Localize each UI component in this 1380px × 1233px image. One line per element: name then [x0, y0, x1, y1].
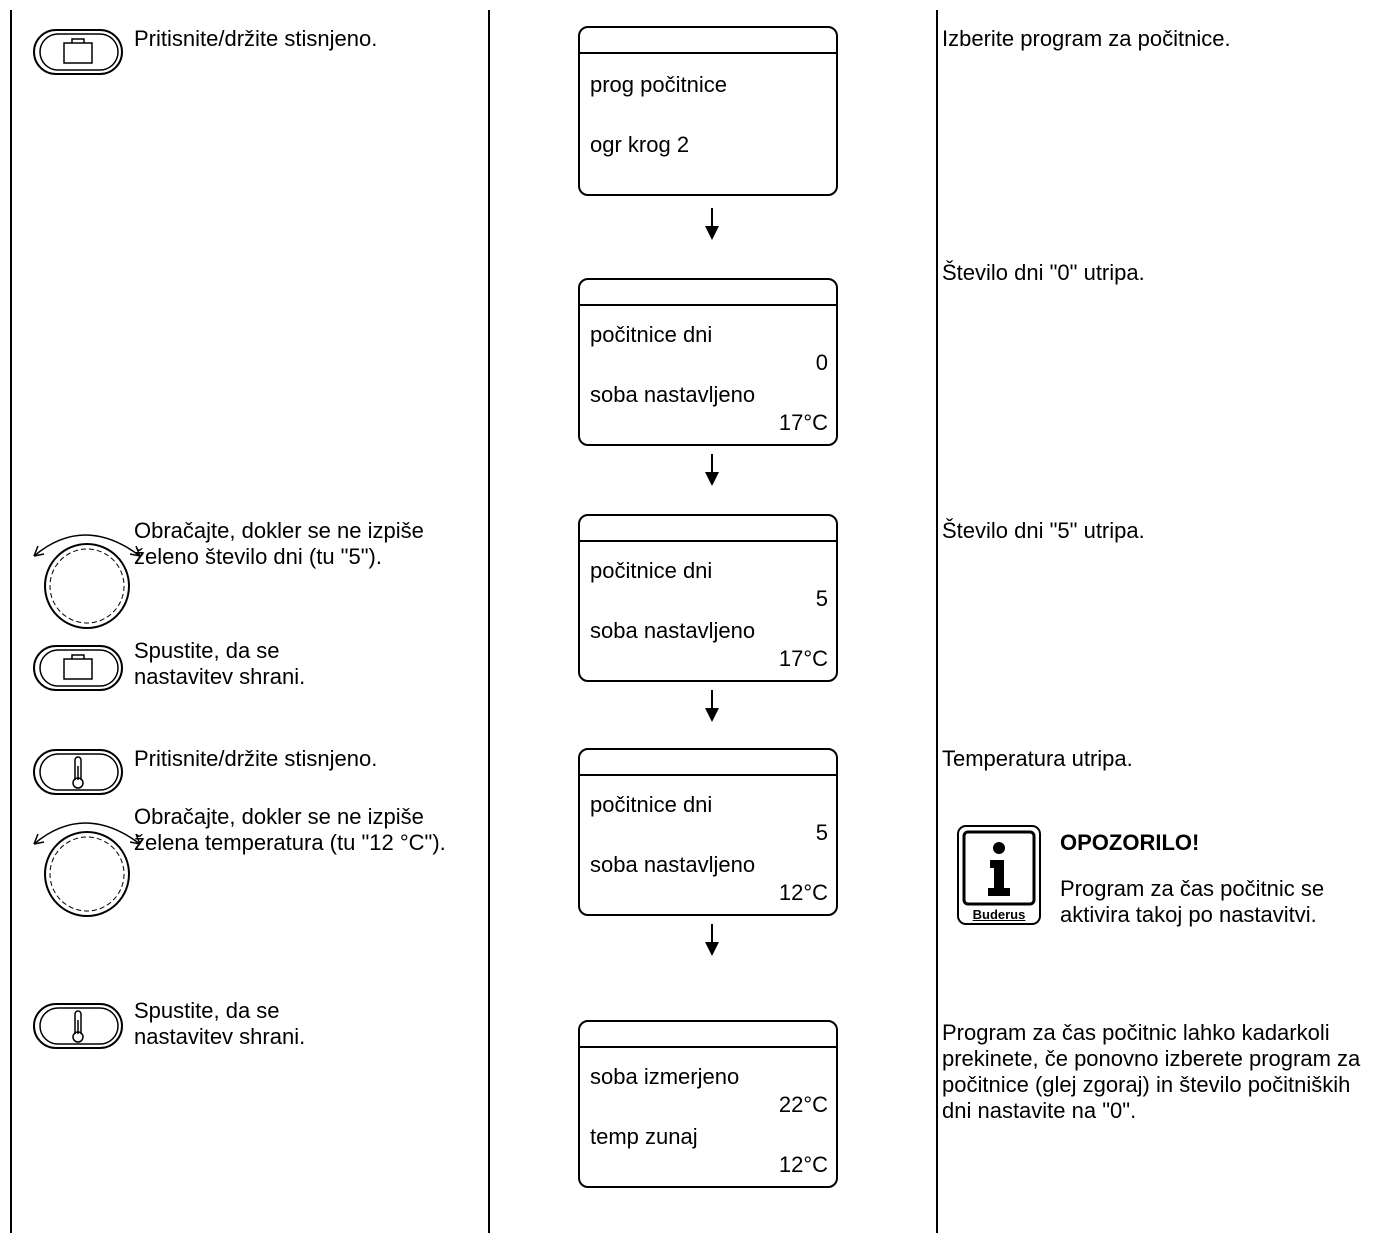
display-value: 17°C [778, 646, 828, 671]
display-1: prog počitnice ogr krog 2 [578, 26, 838, 196]
display-line: počitnice dni [590, 558, 713, 583]
display-line: soba nastavljeno [590, 618, 756, 643]
display-3: počitnice dni 5 soba nastavljeno 17°C [578, 514, 838, 682]
display-4: počitnice dni 5 soba nastavljeno 12°C [578, 748, 838, 916]
suitcase-button-icon [33, 645, 123, 691]
note-text: Program za čas počitnic se aktivira tako… [1060, 876, 1325, 927]
divider-left [10, 10, 12, 1233]
display-value: 5 [815, 586, 828, 611]
display-value: 12°C [778, 880, 828, 905]
thermometer-button-icon [33, 1003, 123, 1049]
rotary-dial-icon [33, 534, 141, 629]
arrow-down-icon [705, 208, 719, 240]
left-step-3: Spustite, da se nastavitev shrani. [134, 638, 306, 689]
display-2: počitnice dni 0 soba nastavljeno 17°C [578, 278, 838, 446]
display-line: ogr krog 2 [590, 132, 690, 157]
info-icon: Buderus [956, 824, 1042, 926]
note-title: OPOZORILO! [1060, 830, 1200, 855]
display-5: soba izmerjeno 22°C temp zunaj 12°C [578, 1020, 838, 1188]
divider-middle [488, 10, 490, 1233]
right-text-5: Program za čas počitnic lahko kadarkoli … [942, 1020, 1361, 1123]
arrow-down-icon [705, 924, 719, 956]
right-text-2: Število dni "0" utripa. [942, 260, 1145, 285]
display-line: temp zunaj [590, 1124, 698, 1149]
left-step-1: Pritisnite/držite stisnjeno. [134, 26, 378, 51]
display-line: počitnice dni [590, 792, 713, 817]
display-value: 5 [815, 820, 828, 845]
divider-right [936, 10, 938, 1233]
left-step-4: Pritisnite/držite stisnjeno. [134, 746, 378, 771]
right-text-4: Temperatura utripa. [942, 746, 1133, 771]
rotary-dial-icon [33, 822, 141, 917]
buderus-logo: Buderus [972, 907, 1026, 922]
arrow-down-icon [705, 454, 719, 486]
left-step-2: Obračajte, dokler se ne izpiše želeno št… [134, 518, 424, 569]
thermometer-button-icon [33, 749, 123, 795]
display-line: počitnice dni [590, 322, 713, 347]
left-step-6: Spustite, da se nastavitev shrani. [134, 998, 306, 1049]
display-value: 17°C [778, 410, 828, 435]
arrow-down-icon [705, 690, 719, 722]
display-value: 0 [815, 350, 828, 375]
display-value: 22°C [778, 1092, 828, 1117]
display-line: soba nastavljeno [590, 852, 756, 877]
right-text-3: Število dni "5" utripa. [942, 518, 1145, 543]
display-value: 12°C [778, 1152, 828, 1177]
display-line: prog počitnice [590, 72, 727, 97]
suitcase-button-icon [33, 29, 123, 75]
display-line: soba izmerjeno [590, 1064, 740, 1089]
left-step-5: Obračajte, dokler se ne izpiše želena te… [134, 804, 446, 855]
right-text-1: Izberite program za počitnice. [942, 26, 1231, 51]
display-line: soba nastavljeno [590, 382, 756, 407]
